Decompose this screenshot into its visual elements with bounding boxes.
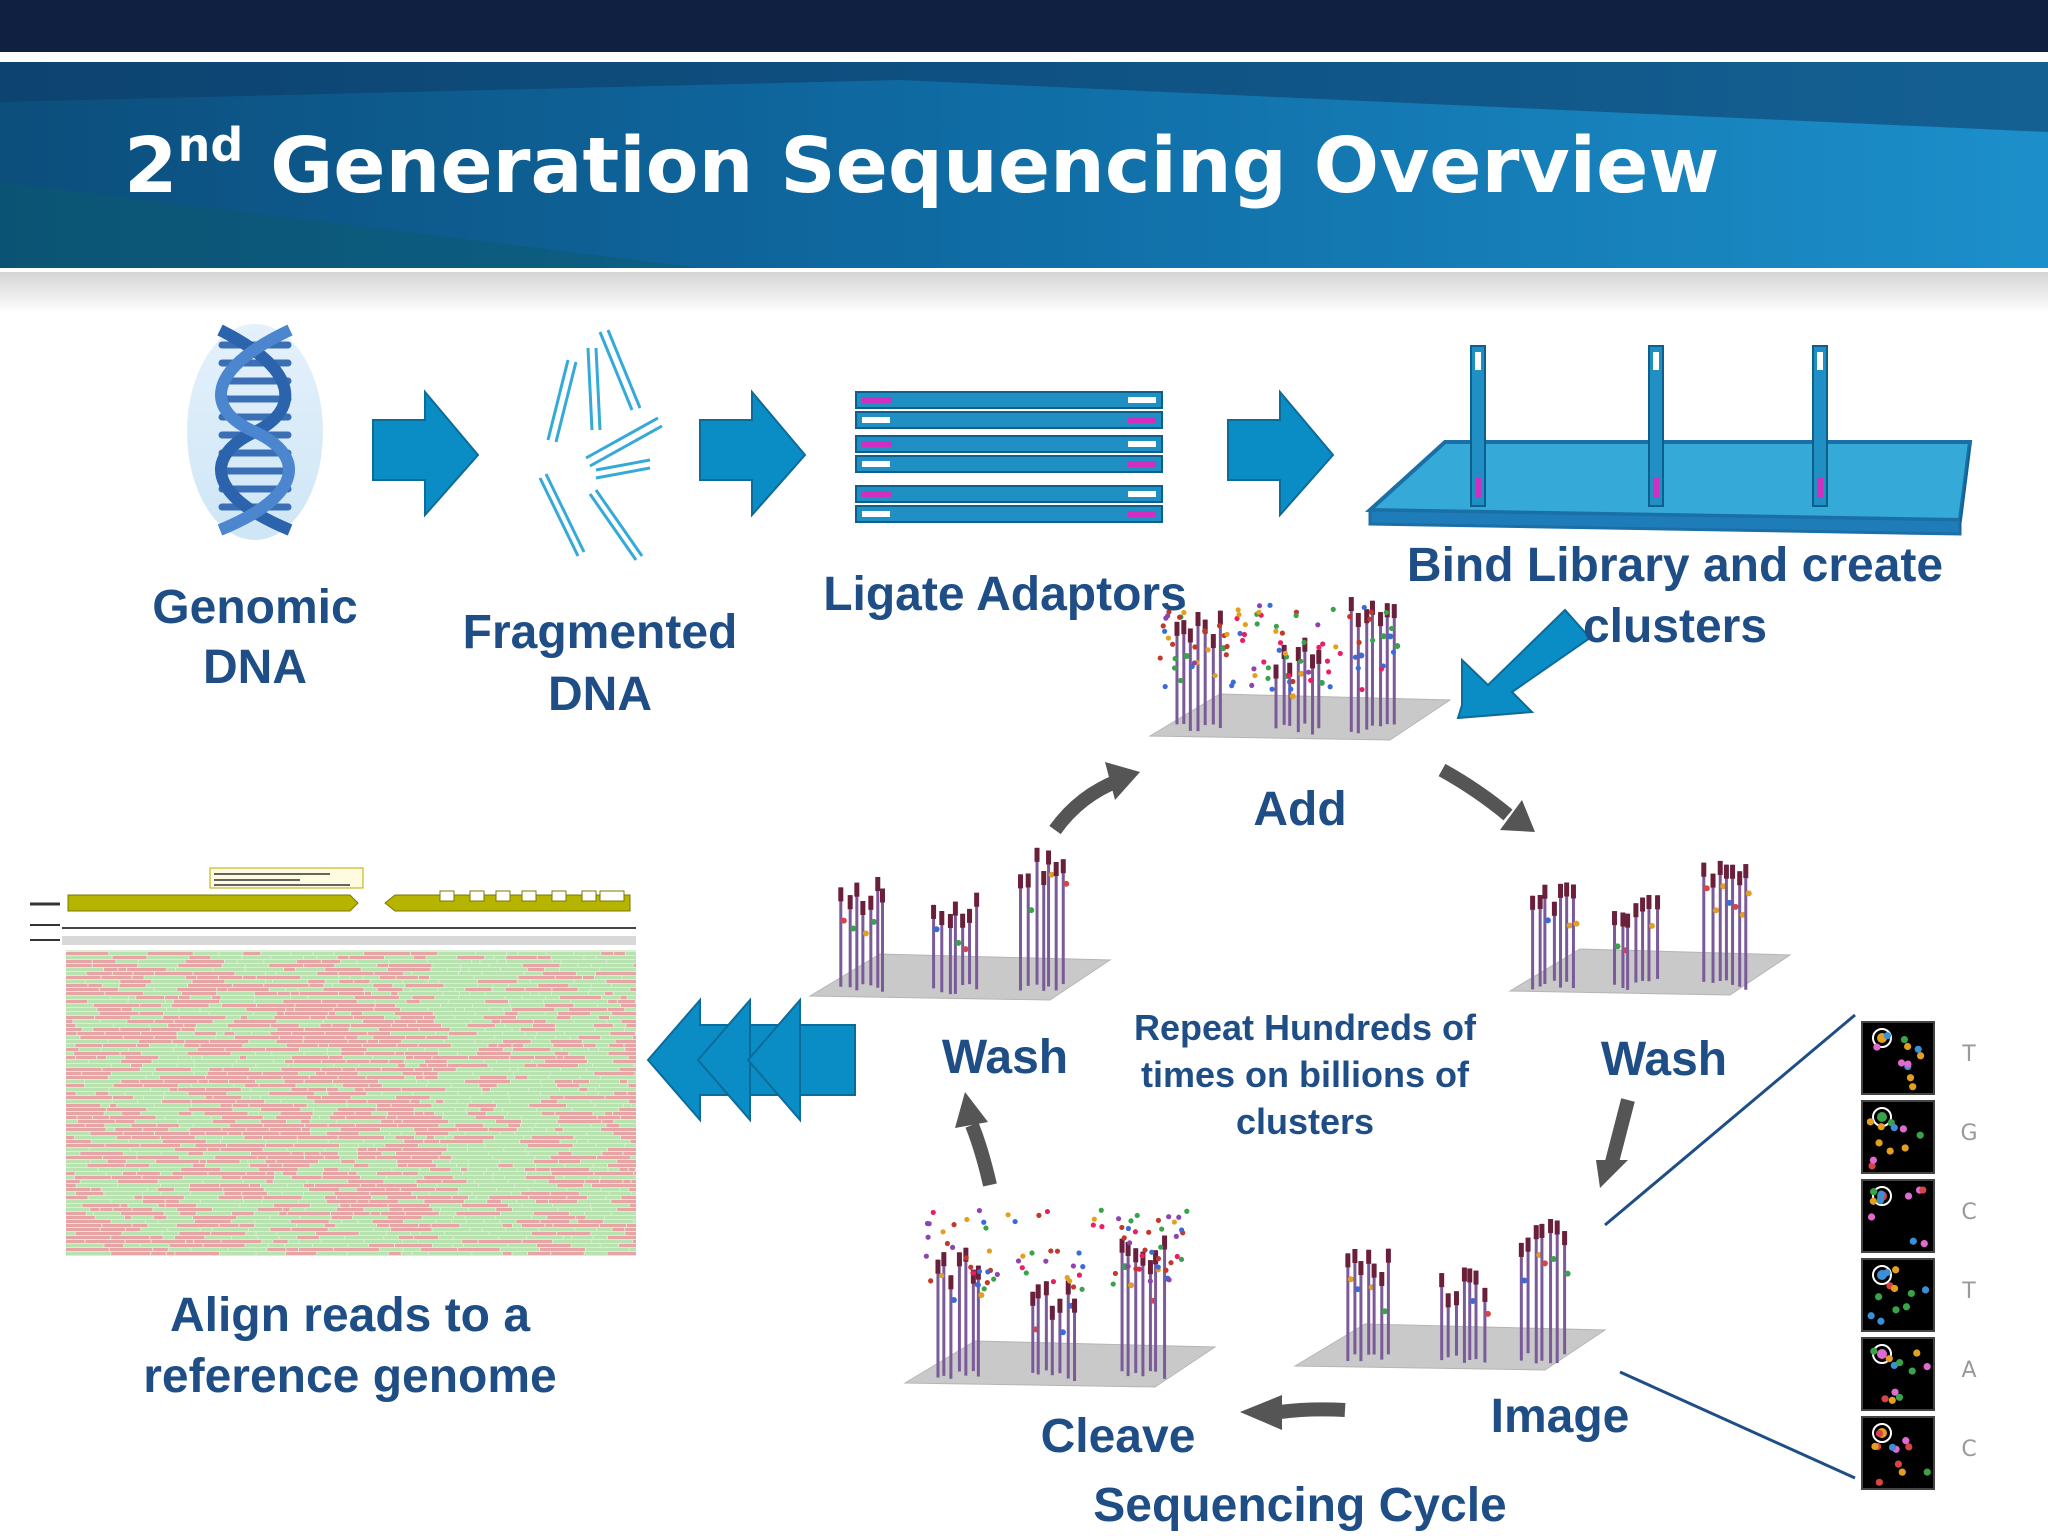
adaptor-strand xyxy=(855,435,1163,473)
image-zoom-lines xyxy=(1604,1013,1856,1480)
label-repeat-line3: clusters xyxy=(1235,1101,1375,1142)
cycle-arrow-to-wash xyxy=(955,1092,997,1187)
cluster-platform xyxy=(1508,860,1792,996)
flow-arrow-2 xyxy=(699,389,807,518)
image-tiles xyxy=(1861,1021,1935,1490)
base-call-label: T xyxy=(1962,1279,1976,1304)
top-bar xyxy=(0,0,2048,52)
cycle-arrow-from-add xyxy=(1438,763,1535,832)
label-genomic-line1: Genomic xyxy=(152,581,358,634)
flow-arrow-3 xyxy=(1227,389,1335,518)
image-tile xyxy=(1861,1416,1935,1490)
cluster-platform xyxy=(1148,597,1452,741)
bound-probe xyxy=(1648,345,1664,507)
flow-cell-icon xyxy=(1364,345,1973,536)
label-repeat: Repeat Hundreds of times on billions of … xyxy=(1090,1004,1520,1145)
label-bind-library: Bind Library and create clusters xyxy=(1370,535,1980,657)
bound-probe xyxy=(1812,345,1828,507)
title-text: Generation Sequencing Overview xyxy=(243,122,1720,211)
banner-swoosh xyxy=(0,62,2048,268)
label-cleave: Cleave xyxy=(1040,1410,1196,1463)
title-superscript: nd xyxy=(177,118,244,173)
adaptor-strands-icon xyxy=(855,391,1163,523)
cluster-platforms xyxy=(808,597,1792,1388)
adaptor-strand xyxy=(855,485,1163,523)
label-repeat-line1: Repeat Hundreds of xyxy=(1133,1007,1477,1048)
label-wash-right: Wash xyxy=(1600,1033,1728,1086)
triple-arrow-to-alignment xyxy=(646,997,856,1123)
label-add: Add xyxy=(1253,783,1347,836)
flow-arrow-1 xyxy=(372,389,480,518)
base-call-label: A xyxy=(1961,1358,1977,1383)
base-call-label: G xyxy=(1960,1121,1978,1146)
divider-band xyxy=(0,272,2048,312)
label-bind-line2: clusters xyxy=(1582,600,1768,653)
label-fragmented-line1: Fragmented xyxy=(462,606,738,659)
image-tile xyxy=(1861,1100,1935,1174)
cycle-arrow-to-add xyxy=(1049,762,1140,835)
label-bind-line1: Bind Library and create xyxy=(1406,539,1944,592)
cycle-arrow-to-image xyxy=(1596,1098,1635,1188)
label-sequencing-cycle: Sequencing Cycle xyxy=(1093,1479,1507,1532)
label-align-reads: Align reads to a reference genome xyxy=(90,1285,610,1407)
dna-helix-icon xyxy=(187,324,323,540)
flow-arrow-into-cycle xyxy=(1456,608,1592,720)
title-number: 2 xyxy=(124,122,178,211)
cycle-arrow-to-cleave xyxy=(1240,1395,1346,1430)
label-repeat-line2: times on billions of xyxy=(1140,1054,1469,1095)
label-image: Image xyxy=(1490,1390,1630,1443)
label-fragmented-line2: DNA xyxy=(548,668,652,721)
label-align-line1: Align reads to a xyxy=(169,1289,531,1342)
image-tile xyxy=(1861,1021,1935,1095)
base-call-label: C xyxy=(1961,1200,1977,1225)
label-genomic-line2: DNA xyxy=(203,641,307,694)
bound-probe xyxy=(1470,345,1486,507)
title-banner xyxy=(0,62,2048,268)
cluster-platform xyxy=(1293,1219,1607,1371)
alignment-viewer xyxy=(30,867,636,1256)
cluster-platform xyxy=(808,847,1112,1001)
label-wash-left: Wash xyxy=(941,1031,1069,1084)
label-fragmented-dna: Fragmented DNA xyxy=(430,602,770,726)
slide-title: 2nd Generation Sequencing Overview xyxy=(124,112,1719,222)
image-tile xyxy=(1861,1337,1935,1411)
fragmented-dna-icon xyxy=(538,329,663,561)
adaptor-strand xyxy=(855,391,1163,429)
label-genomic-dna: Genomic DNA xyxy=(125,578,385,698)
label-ligate-adaptors: Ligate Adaptors xyxy=(823,568,1187,621)
cluster-platform xyxy=(903,1207,1217,1388)
base-call-label: C xyxy=(1961,1437,1977,1462)
image-tile xyxy=(1861,1258,1935,1332)
label-align-line2: reference genome xyxy=(143,1350,557,1403)
image-tile xyxy=(1861,1179,1935,1253)
base-call-label: T xyxy=(1962,1042,1976,1067)
